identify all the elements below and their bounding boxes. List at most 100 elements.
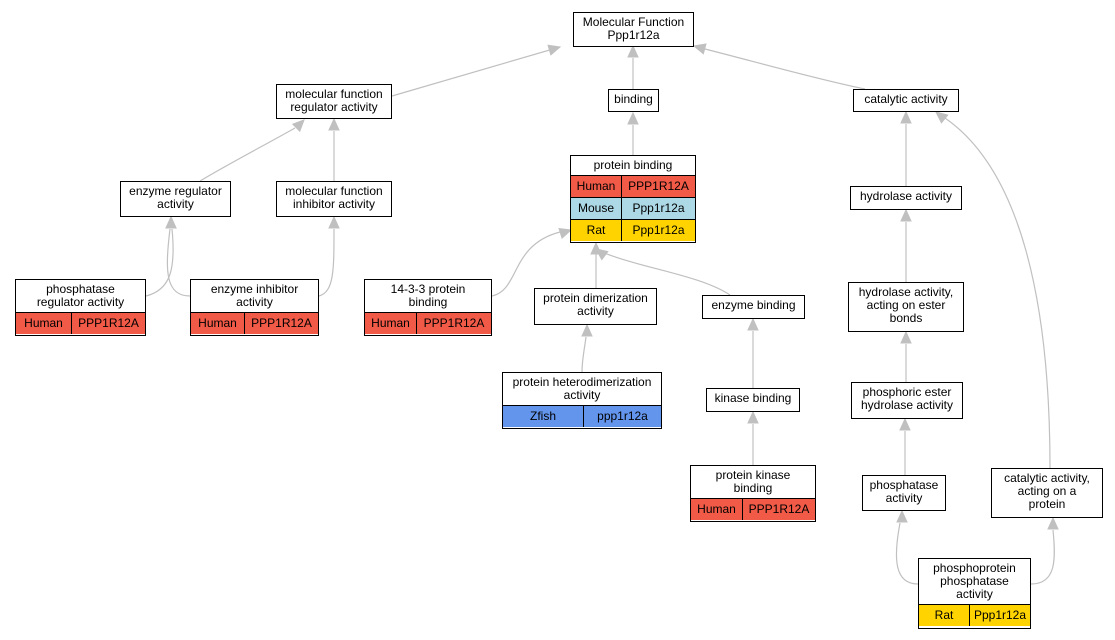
arrowhead bbox=[747, 317, 759, 331]
gene-label: Ppp1r12a bbox=[969, 605, 1030, 626]
arrowhead bbox=[547, 44, 562, 56]
arrowhead bbox=[900, 208, 912, 222]
species-row: Human PPP1R12A bbox=[365, 312, 491, 334]
node-title: molecular function inhibitor activity bbox=[285, 184, 383, 211]
species-label: Human bbox=[198, 316, 237, 330]
arrowhead bbox=[900, 110, 912, 124]
edge-phosphoprotein-phosphatase-to-phosphatase bbox=[895, 522, 919, 585]
node-title: hydrolase activity bbox=[859, 189, 953, 203]
node-title: enzyme inhibitor activity bbox=[210, 282, 299, 309]
species-label: Zfish bbox=[529, 409, 556, 423]
species-row: Rat Ppp1r12a bbox=[571, 219, 695, 241]
species-row: Human PPP1R12A bbox=[191, 312, 318, 334]
node-hydrolase[interactable]: hydrolase activity bbox=[850, 186, 962, 210]
node-phosphoric-ester[interactable]: phosphoric ester hydrolase activity bbox=[851, 382, 963, 419]
node-root[interactable]: Molecular Function Ppp1r12a bbox=[573, 12, 694, 47]
arrowhead bbox=[627, 44, 639, 58]
node-mfra[interactable]: molecular function regulator activity bbox=[276, 84, 392, 119]
species-label: Rat bbox=[934, 608, 954, 622]
species-row: Zfish ppp1r12a bbox=[503, 405, 661, 427]
species-label: Human bbox=[576, 179, 616, 193]
node-enzyme-regulator[interactable]: enzyme regulator activity bbox=[120, 181, 231, 217]
node-title: phosphoprotein phosphatase activity bbox=[933, 561, 1016, 601]
node-title: phosphoric ester hydrolase activity bbox=[860, 385, 954, 412]
edge-catalytic-protein-to-catalytic bbox=[944, 117, 1051, 469]
arrowhead bbox=[1047, 516, 1059, 530]
node-enzyme-binding[interactable]: enzyme binding bbox=[702, 295, 805, 319]
edge-catalytic-to-root bbox=[704, 48, 866, 90]
arrowhead bbox=[627, 111, 639, 125]
edge-phosphatase-regulator-to-enzyme-regulator bbox=[145, 228, 174, 297]
gene-label: PPP1R12A bbox=[71, 313, 145, 334]
node-catalytic-protein[interactable]: catalytic activity, acting on a protein bbox=[991, 468, 1103, 518]
edge-phosphoprotein-phosphatase-to-catalytic-protein bbox=[1030, 529, 1055, 585]
node-title: hydrolase activity, acting on ester bond… bbox=[858, 285, 954, 325]
node-kinase-binding[interactable]: kinase binding bbox=[706, 388, 800, 412]
gene-label: Ppp1r12a bbox=[621, 220, 695, 241]
gene-label: PPP1R12A bbox=[621, 176, 695, 197]
arrowhead bbox=[328, 117, 340, 131]
arrowhead bbox=[291, 119, 305, 133]
node-title: protein heterodimerization activity bbox=[512, 375, 652, 402]
species-row: Human PPP1R12A bbox=[691, 498, 815, 520]
node-title: phosphatase activity bbox=[869, 478, 939, 505]
node-title: phosphatase regulator activity bbox=[36, 282, 125, 309]
arrowhead bbox=[581, 323, 593, 337]
node-mf-inhibitor[interactable]: molecular function inhibitor activity bbox=[276, 181, 392, 217]
node-title: kinase binding bbox=[714, 391, 792, 405]
edge-mfra-to-root bbox=[391, 46, 561, 97]
node-title: molecular function regulator activity bbox=[285, 87, 383, 114]
edge-enzyme-inhibitor-to-enzyme-regulator bbox=[166, 228, 191, 297]
node-title: Molecular Function Ppp1r12a bbox=[582, 15, 685, 42]
node-catalytic[interactable]: catalytic activity bbox=[853, 89, 959, 112]
gene-label: PPP1R12A bbox=[416, 313, 491, 334]
arrowhead bbox=[328, 215, 340, 229]
node-title: protein dimerization activity bbox=[543, 291, 648, 318]
gene-label: Ppp1r12a bbox=[621, 198, 695, 219]
arrowhead bbox=[558, 227, 573, 239]
species-label: Human bbox=[371, 316, 410, 330]
gene-label: PPP1R12A bbox=[742, 499, 815, 520]
arrowhead bbox=[595, 248, 609, 261]
species-row: Human PPP1R12A bbox=[16, 312, 145, 334]
edge-binding-1433-to-protein-binding bbox=[491, 231, 561, 297]
species-label: Human bbox=[24, 316, 63, 330]
arrowhead bbox=[899, 417, 911, 431]
node-phosphatase[interactable]: phosphatase activity bbox=[862, 475, 946, 511]
node-title: catalytic activity bbox=[864, 92, 948, 106]
node-binding[interactable]: binding bbox=[608, 89, 659, 112]
species-row: Rat Ppp1r12a bbox=[919, 604, 1030, 626]
arrowhead bbox=[900, 330, 912, 344]
species-label: Mouse bbox=[577, 201, 615, 215]
node-hydrolase-ester[interactable]: hydrolase activity, acting on ester bond… bbox=[848, 282, 964, 332]
edge-heterodimerization-to-dimerization bbox=[581, 336, 587, 373]
node-title: protein binding bbox=[593, 158, 673, 172]
arrowhead bbox=[692, 43, 707, 55]
arrowhead bbox=[747, 410, 759, 424]
node-title: 14-3-3 protein binding bbox=[390, 282, 466, 309]
node-title: protein kinase binding bbox=[715, 468, 791, 495]
species-label: Human bbox=[697, 502, 736, 516]
species-label: Rat bbox=[586, 223, 606, 237]
node-title: enzyme binding bbox=[711, 298, 796, 312]
node-title: binding bbox=[614, 92, 653, 106]
node-title: catalytic activity, acting on a protein bbox=[1004, 471, 1090, 511]
gene-label: ppp1r12a bbox=[583, 406, 661, 427]
edge-enzyme-binding-to-protein-binding bbox=[601, 251, 731, 296]
edge-enzyme-regulator-to-mfra bbox=[199, 127, 296, 182]
edge-enzyme-inhibitor-to-mf-inhibitor bbox=[318, 228, 335, 297]
species-row: Mouse Ppp1r12a bbox=[571, 197, 695, 219]
gene-label: PPP1R12A bbox=[244, 313, 318, 334]
node-dimerization[interactable]: protein dimerization activity bbox=[534, 288, 657, 325]
species-row: Human PPP1R12A bbox=[571, 175, 695, 197]
arrowhead bbox=[165, 215, 177, 229]
arrowhead bbox=[896, 509, 908, 523]
